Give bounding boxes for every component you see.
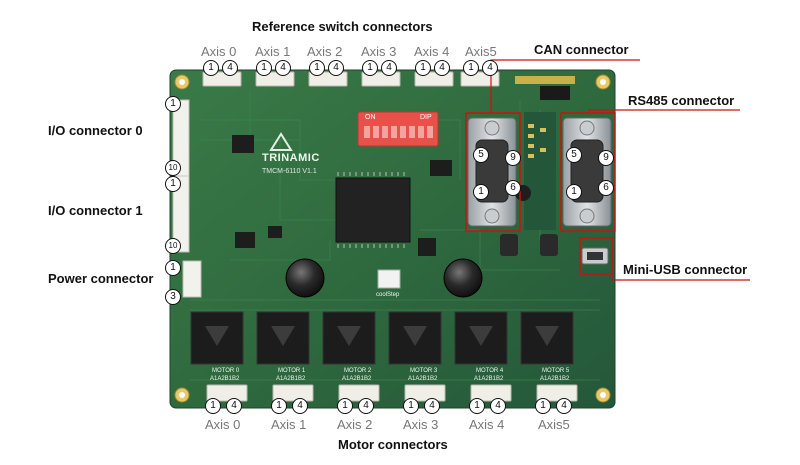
top-pin1-5: 1 [463,60,479,76]
mini-usb-connector-label: Mini-USB connector [623,262,748,277]
io-connector-0-label: I/O connector 0 [48,123,143,138]
top-pin4-0: 4 [222,60,238,76]
can-connector-label: CAN connector [534,42,629,57]
mcu-chip [335,177,411,243]
top-axis-label-4: Axis 4 [414,44,450,59]
coolstep-text: coolStep [376,292,400,298]
top-pin1-2: 1 [309,60,325,76]
top-axis-label-1: Axis 1 [255,44,291,59]
motor-silk-5: MOTOR 5 [542,368,570,374]
big-capacitors [285,258,483,298]
bottom-pin1-4: 1 [469,398,485,414]
bottom-axis-label-1: Axis 1 [271,417,307,432]
top-axis-label-0: Axis 0 [201,44,237,59]
motor-connectors-title: Motor connectors [338,437,448,452]
can-pin9: 9 [505,150,521,166]
bottom-pin4-1: 4 [292,398,308,414]
motor-silk-3: MOTOR 3 [410,368,438,374]
top-pin1-3: 1 [362,60,378,76]
power-pin3: 3 [165,289,181,305]
top-pin4-1: 4 [275,60,291,76]
can-pin6: 6 [505,180,521,196]
model-text: TMCM-6110 V1.1 [262,168,317,175]
bottom-pin4-3: 4 [424,398,440,414]
motor-silk-2: MOTOR 2 [344,368,372,374]
rs485-pin6: 6 [598,180,614,196]
brand-logo-text: TRINAMIC [262,152,320,164]
top-pin1-4: 1 [415,60,431,76]
reference-switch-title: Reference switch connectors [252,19,433,34]
motor-silk-0: MOTOR 0 [212,368,240,374]
io0-pin1: 1 [165,96,181,112]
io1-pin10: 10 [165,238,181,254]
top-axis-label-2: Axis 2 [307,44,343,59]
bottom-pin1-1: 1 [271,398,287,414]
rs485-pin1: 1 [566,184,582,200]
bottom-pin4-2: 4 [358,398,374,414]
top-pin4-3: 4 [381,60,397,76]
can-pin1: 1 [473,184,489,200]
dip-label-text: DIP [420,114,432,121]
rs485-dsub [562,117,612,227]
motor-pins-silk-5: A1A2B1B2 [540,376,570,382]
bottom-pin4-5: 4 [556,398,572,414]
rs485-pin5: 5 [566,147,582,163]
top-pin1-1: 1 [256,60,272,76]
top-reference-connectors [202,71,500,87]
can-pin5: 5 [473,147,489,163]
rs485-pin9: 9 [598,150,614,166]
top-axis-label-5: Axis5 [465,44,497,59]
bottom-axis-label-2: Axis 2 [337,417,373,432]
bottom-axis-label-4: Axis 4 [469,417,505,432]
rs485-connector-label: RS485 connector [628,93,735,108]
driver-modules [190,311,574,365]
bottom-axis-label-3: Axis 3 [403,417,439,432]
io-connector-1-label: I/O connector 1 [48,203,143,218]
motor-pins-silk-4: A1A2B1B2 [474,376,504,382]
io0-pin10: 10 [165,160,181,176]
top-pin4-5: 4 [482,60,498,76]
bottom-pin4-0: 4 [226,398,242,414]
bottom-pin1-5: 1 [535,398,551,414]
motor-pins-silk-1: A1A2B1B2 [276,376,306,382]
power-connector-label: Power connector [48,271,154,286]
mounting-holes [174,74,611,403]
motor-silk-1: MOTOR 1 [278,368,306,374]
bottom-pin1-2: 1 [337,398,353,414]
bottom-axis-label-0: Axis 0 [205,417,241,432]
motor-pins-silk-2: A1A2B1B2 [342,376,372,382]
power-connector-housing [182,260,202,298]
power-pin1: 1 [165,260,181,276]
red-annotations [465,59,750,281]
motor-silk-4: MOTOR 4 [476,368,504,374]
top-pin4-4: 4 [434,60,450,76]
bottom-axis-label-5: Axis5 [538,417,570,432]
bottom-pin1-0: 1 [205,398,221,414]
can-dsub [467,117,517,227]
top-pin4-2: 4 [328,60,344,76]
dip-on-text: ON [365,114,376,121]
top-axis-label-3: Axis 3 [361,44,397,59]
motor-pins-silk-3: A1A2B1B2 [408,376,438,382]
bottom-pin1-3: 1 [403,398,419,414]
motor-pins-silk-0: A1A2B1B2 [210,376,240,382]
bottom-pin4-4: 4 [490,398,506,414]
top-pin1-0: 1 [203,60,219,76]
io1-pin1: 1 [165,176,181,192]
